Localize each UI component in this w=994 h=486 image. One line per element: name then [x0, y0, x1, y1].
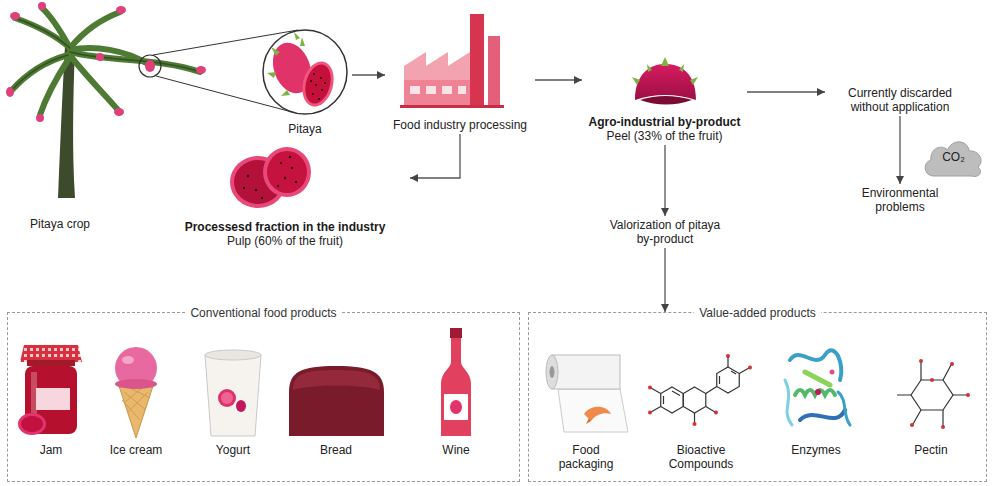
flow-arrow	[664, 248, 665, 312]
group-box: Food packaging Bioactive Compounds Enzymes…	[528, 312, 987, 482]
product-node: Yogurt	[193, 323, 273, 459]
step-node: Valorization of pitaya by-product	[600, 216, 730, 248]
peel-icon	[632, 57, 698, 105]
product-node: Bread	[296, 323, 376, 459]
node-label: Food industry processing	[391, 118, 529, 132]
node-label: Pulp (60% of the fruit)	[166, 234, 404, 248]
node-label: Environmental problems	[856, 186, 944, 214]
flow-arrow	[664, 145, 665, 216]
node-label: Agro-industrial by-product	[588, 115, 741, 129]
node-label: Pectin	[892, 443, 970, 457]
cloud-outline	[925, 142, 981, 177]
node-label: Bread	[302, 443, 370, 457]
flow-arrow	[352, 74, 385, 75]
group-box: JamIce creamYogurtBreadWineConventional …	[7, 312, 520, 482]
ice-cream-icon	[115, 347, 157, 438]
outcome-node: Currently discarded without application	[825, 82, 975, 116]
node-label: Pitaya crop	[11, 217, 109, 231]
pectin-structure-icon	[897, 359, 970, 429]
product-node: Ice cream	[96, 323, 176, 459]
node-label: CO₂	[942, 150, 965, 164]
node-label: Bioactive Compounds	[662, 443, 740, 471]
flow-arrow	[410, 134, 460, 178]
group-title: Value-added products	[694, 306, 821, 320]
factory-icon	[400, 14, 504, 108]
flow-arrow	[747, 91, 825, 92]
product-node: Enzymes	[771, 323, 861, 459]
pitaya-fruit-illustration	[263, 30, 347, 114]
product-node: Wine	[416, 323, 496, 459]
wine-bottle-icon	[441, 328, 471, 436]
flow-arrow	[899, 116, 900, 184]
title-holder: Conventional food products	[8, 305, 519, 320]
crop-node: Pitaya crop	[5, 5, 115, 233]
node-label: Enzymes	[777, 443, 855, 457]
node-label: Processesd fraction in the industry	[166, 220, 404, 234]
product-node: Food packaging	[551, 323, 621, 473]
product-node: Jam	[11, 323, 91, 459]
node-label: Jam	[17, 443, 85, 457]
node-label: Wine	[422, 443, 490, 457]
node-label: Peel (33% of the fruit)	[588, 129, 741, 143]
node-label: Currently discarded without application	[831, 86, 969, 114]
fruit-node: Pitaya	[258, 28, 352, 138]
group-title: Conventional food products	[185, 306, 341, 320]
product-node: Pectin	[886, 323, 976, 459]
enzyme-ribbon-icon	[785, 350, 850, 425]
emission-cloud: CO₂	[922, 136, 985, 178]
node-label: Pitaya	[264, 122, 346, 136]
node-label: Ice cream	[102, 443, 170, 457]
outcome-node: Environmental problems	[850, 184, 950, 216]
bread-icon	[289, 366, 384, 436]
pulp-node: Processesd fraction in the industryPulp …	[160, 140, 410, 250]
pulp-slices-icon	[230, 147, 311, 208]
process-node: Food industry processing	[385, 12, 535, 134]
food-packaging-icon	[546, 355, 628, 432]
product-node: Bioactive Compounds	[656, 323, 746, 473]
node-label: Yogurt	[199, 443, 267, 457]
title-holder: Value-added products	[529, 305, 986, 320]
by-product-node: Agro-industrial by-productPeel (33% of t…	[582, 60, 747, 145]
node-label: Food packaging	[557, 443, 615, 471]
flow-arrow	[535, 79, 582, 80]
flavonoid-structure-icon	[648, 354, 752, 426]
yogurt-icon	[205, 350, 261, 436]
jam-icon	[18, 345, 82, 435]
node-label: Valorization of pitaya by-product	[606, 218, 724, 246]
